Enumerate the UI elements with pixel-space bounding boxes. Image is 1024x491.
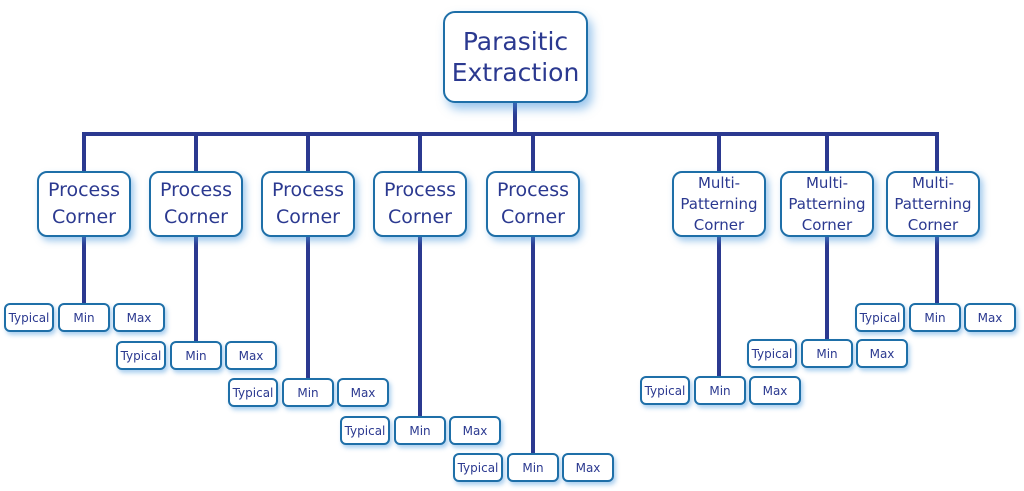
multi-patterning-label-line1: Multi- bbox=[911, 173, 955, 192]
multi-patterning-label-line2: Patterning bbox=[788, 194, 866, 213]
process-corner-node-5: Process Corner bbox=[486, 171, 580, 237]
leaf-typical: Typical bbox=[855, 303, 905, 332]
process-corner-node-1: Process Corner bbox=[37, 171, 131, 237]
root-label-line2: Extraction bbox=[451, 58, 580, 87]
leaf-max: Max bbox=[562, 453, 614, 482]
leaf-typical: Typical bbox=[640, 376, 690, 405]
leaf-min: Min bbox=[282, 378, 334, 407]
multi-patterning-corner-node-1: Multi- Patterning Corner bbox=[672, 171, 766, 237]
leaf-max: Max bbox=[113, 303, 165, 332]
leaf-typical: Typical bbox=[4, 303, 54, 332]
leaf-typical: Typical bbox=[453, 453, 503, 482]
process-corner-label-line2: Corner bbox=[501, 206, 565, 228]
leaf-max: Max bbox=[749, 376, 801, 405]
process-corner-label-line1: Process bbox=[496, 179, 570, 201]
multi-patterning-label-line1: Multi- bbox=[697, 173, 741, 192]
process-corner-label-line2: Corner bbox=[276, 206, 340, 228]
leaf-max: Max bbox=[225, 341, 277, 370]
leaf-min: Min bbox=[58, 303, 110, 332]
leaf-typical: Typical bbox=[340, 416, 390, 445]
multi-patterning-corner-node-3: Multi- Patterning Corner bbox=[886, 171, 980, 237]
multi-patterning-label-line3: Corner bbox=[801, 215, 853, 234]
process-corner-label-line1: Process bbox=[383, 179, 457, 201]
process-corner-label-line2: Corner bbox=[164, 206, 228, 228]
leaf-min: Min bbox=[801, 339, 853, 368]
process-corner-label-line2: Corner bbox=[52, 206, 116, 228]
multi-patterning-label-line1: Multi- bbox=[805, 173, 849, 192]
process-corner-node-4: Process Corner bbox=[373, 171, 467, 237]
process-corner-label-line1: Process bbox=[271, 179, 345, 201]
leaf-typical: Typical bbox=[747, 339, 797, 368]
leaf-min: Min bbox=[507, 453, 559, 482]
leaf-typical: Typical bbox=[228, 378, 278, 407]
process-corner-node-3: Process Corner bbox=[261, 171, 355, 237]
leaf-max: Max bbox=[449, 416, 501, 445]
process-corner-label-line1: Process bbox=[159, 179, 233, 201]
leaf-max: Max bbox=[337, 378, 389, 407]
multi-patterning-label-line2: Patterning bbox=[894, 194, 972, 213]
multi-patterning-label-line2: Patterning bbox=[680, 194, 758, 213]
process-corner-label-line1: Process bbox=[47, 179, 121, 201]
root-node-parasitic-extraction: Parasitic Extraction bbox=[443, 11, 588, 103]
leaf-min: Min bbox=[909, 303, 961, 332]
multi-patterning-corner-node-2: Multi- Patterning Corner bbox=[780, 171, 874, 237]
leaf-min: Min bbox=[694, 376, 746, 405]
leaf-max: Max bbox=[964, 303, 1016, 332]
leaf-min: Min bbox=[170, 341, 222, 370]
leaf-max: Max bbox=[856, 339, 908, 368]
leaf-min: Min bbox=[394, 416, 446, 445]
process-corner-node-2: Process Corner bbox=[149, 171, 243, 237]
multi-patterning-label-line3: Corner bbox=[693, 215, 745, 234]
process-corner-label-line2: Corner bbox=[388, 206, 452, 228]
multi-patterning-label-line3: Corner bbox=[907, 215, 959, 234]
root-label-line1: Parasitic bbox=[462, 27, 569, 56]
leaf-typical: Typical bbox=[116, 341, 166, 370]
